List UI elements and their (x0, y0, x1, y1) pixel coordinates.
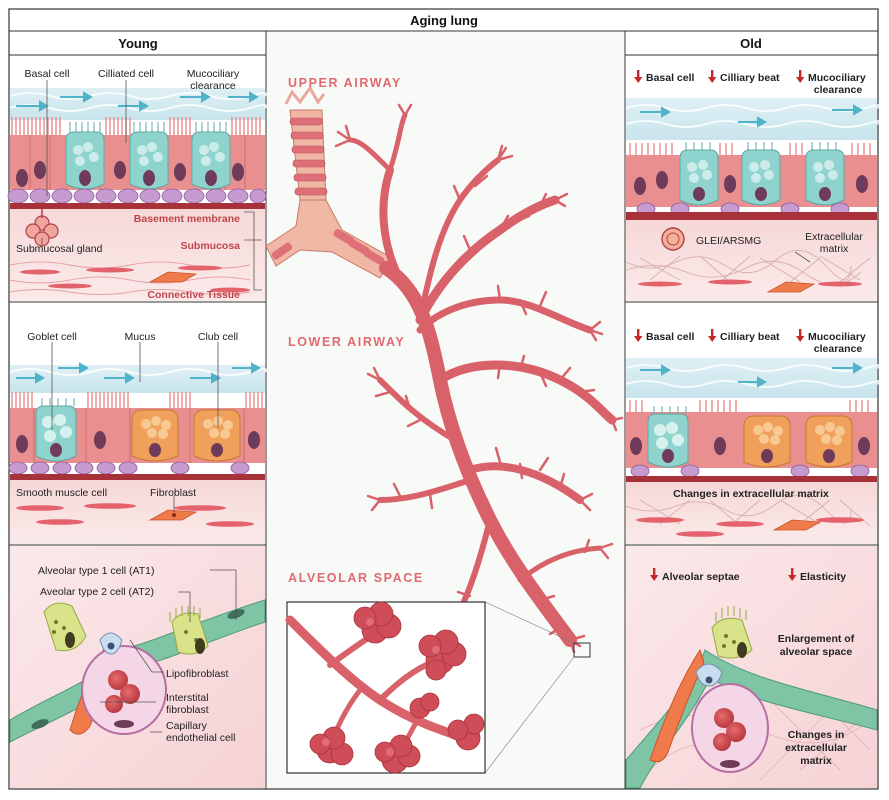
label-capillary-endothelial: Capillary (166, 720, 208, 732)
label-smooth-muscle-cell: Smooth muscle cell (16, 487, 107, 499)
label-mucociliary-clearance-2: clearance (190, 80, 236, 92)
column-young: Young (118, 36, 158, 51)
label-submucosal-gland: Submucosal gland (16, 243, 103, 255)
label-mucus: Mucus (125, 331, 156, 343)
label-connective-tissue: Connective Tissue (147, 289, 240, 301)
section-upper-airway: UPPER AIRWAY (288, 76, 402, 90)
label-alveolar-septae: Alveolar septae (662, 571, 740, 583)
label-mucociliary-clearance: Mucociliary (187, 68, 240, 80)
label-old-mucociliary-2: clearance (814, 84, 863, 96)
old-lower-panel: Basal cell Cilliary beat Mucociliary cle… (625, 303, 881, 544)
label-old-ciliary-beat: Cilliary beat (720, 72, 780, 84)
label-club-cell: Club cell (198, 331, 238, 343)
label-submucosa: Submucosa (180, 240, 240, 252)
label-lipofibroblast: Lipofibroblast (166, 668, 229, 680)
old-alveolar-panel: Alveolar septae Elasticity Enlargement o… (625, 546, 878, 789)
label-ciliated-cell: Cilliated cell (98, 68, 154, 80)
label-capillary-endothelial-2: endothelial cell (166, 732, 235, 744)
label-old-alveolar-ecm: Changes in (788, 729, 845, 741)
label-old-basal-cell: Basal cell (646, 72, 695, 84)
figure-title: Aging lung (410, 13, 478, 28)
label-at2: Aveolar type 2 cell (AT2) (40, 586, 154, 598)
label-at1: Alveolar type 1 cell (AT1) (38, 565, 155, 577)
label-glei-arsmg: GLEI/ARSMG (696, 235, 761, 247)
label-old-ecm-2: matrix (820, 243, 849, 255)
label-old-lower-ciliary-beat: Cilliary beat (720, 331, 780, 343)
decrease-arrow-icon (634, 329, 805, 342)
decrease-arrow-icon (634, 70, 805, 83)
young-alveolar-panel: Alveolar type 1 cell (AT1) Aveolar type … (9, 546, 266, 788)
label-old-ecm: Extracellular (805, 231, 863, 243)
label-elasticity: Elasticity (800, 571, 846, 583)
section-alveolar-space: ALVEOLAR SPACE (288, 571, 424, 585)
label-old-alveolar-ecm-2: extracellular (785, 742, 847, 754)
young-lower-panel: Goblet cell Mucus Club cell Smooth muscl… (8, 303, 267, 544)
label-basement-membrane: Basement membrane (134, 213, 240, 225)
label-enlargement-2: alveolar space (780, 646, 853, 658)
label-old-alveolar-ecm-3: matrix (800, 755, 832, 767)
label-old-lower-mucociliary-2: clearance (814, 343, 863, 355)
alveolar-zoom-inset (285, 601, 486, 774)
label-interstitial-fibroblast-2: fibroblast (166, 704, 209, 716)
label-old-lower-basal-cell: Basal cell (646, 331, 695, 343)
label-interstitial-fibroblast: Interstital (166, 692, 209, 704)
label-changes-ecm: Changes in extracellular matrix (673, 488, 829, 500)
label-enlargement: Enlargement of (778, 633, 855, 645)
label-old-lower-mucociliary: Mucociliary (808, 331, 866, 343)
decrease-arrow-icon (650, 568, 797, 581)
column-old: Old (740, 36, 762, 51)
old-upper-panel: Basal cell Cilliary beat Mucociliary cle… (625, 56, 881, 301)
label-goblet-cell: Goblet cell (27, 331, 77, 343)
label-fibroblast: Fibroblast (150, 487, 196, 499)
section-lower-airway: LOWER AIRWAY (288, 335, 405, 349)
label-basal-cell: Basal cell (25, 68, 70, 80)
label-old-mucociliary: Mucociliary (808, 72, 866, 84)
young-upper-panel: Basal cell Cilliated cell Mucociliary cl… (7, 56, 267, 301)
